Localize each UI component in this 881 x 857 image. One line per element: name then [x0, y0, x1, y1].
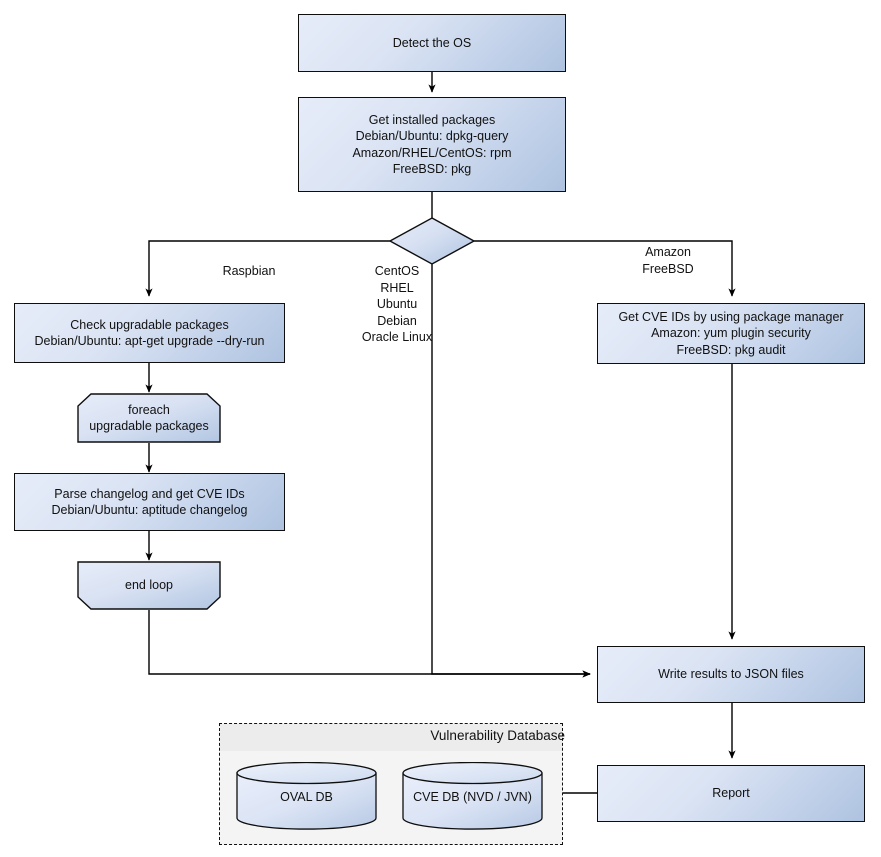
node-foreach-upgradable-packages[interactable]: foreach upgradable packages [77, 393, 221, 443]
node-end-loop-label: end loop [125, 578, 173, 593]
cluster-title-vulnerability-database: Vulnerability Database [430, 728, 565, 743]
database-cve-db[interactable]: CVE DB (NVD / JVN) [402, 762, 543, 830]
node-end-loop[interactable]: end loop [77, 561, 221, 610]
cluster-header-band [220, 724, 562, 751]
edge-label-amazon-freebsd: Amazon FreeBSD [642, 245, 694, 276]
node-detect-the-os[interactable]: Detect the OS [298, 14, 566, 72]
node-get-cve-ids[interactable]: Get CVE IDs by using package manager Ama… [597, 303, 865, 364]
edge-label-center-distros: CentOS RHEL Ubuntu Debian Oracle Linux [361, 264, 433, 344]
node-write-results-to-json[interactable]: Write results to JSON files [597, 646, 865, 703]
node-parse-changelog[interactable]: Parse changelog and get CVE IDs Debian/U… [14, 473, 285, 531]
decision-diamond [388, 217, 476, 265]
database-oval-db-label: OVAL DB [280, 790, 333, 804]
edge-label-raspbian: Raspbian [222, 264, 276, 278]
node-check-upgradable-packages[interactable]: Check upgradable packages Debian/Ubuntu:… [14, 303, 285, 363]
database-oval-db[interactable]: OVAL DB [236, 762, 377, 830]
node-get-installed-packages[interactable]: Get installed packages Debian/Ubuntu: dp… [298, 97, 566, 192]
database-cve-db-label: CVE DB (NVD / JVN) [413, 790, 532, 804]
node-report[interactable]: Report [597, 765, 865, 822]
node-foreach-label: foreach upgradable packages [89, 402, 209, 433]
edge-endloop-to-write [148, 610, 591, 678]
